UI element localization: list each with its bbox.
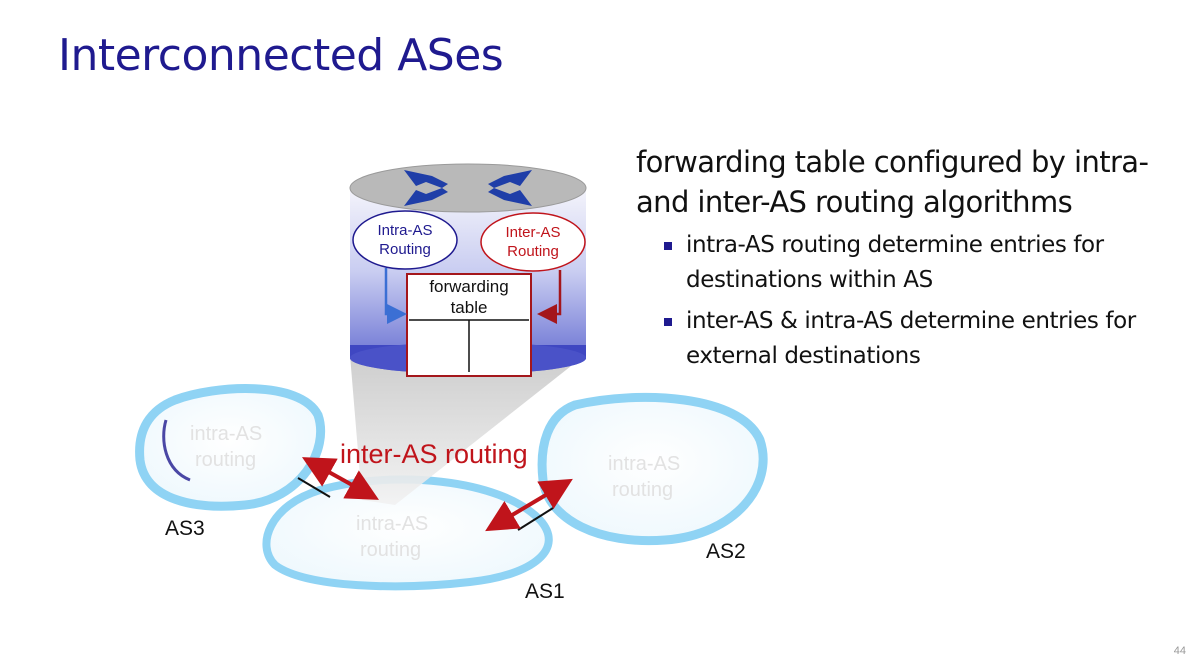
intra-as-label-line1: Intra-AS (377, 222, 432, 239)
as3-label: AS3 (165, 517, 205, 540)
forwarding-table-label-line1: forwarding (429, 277, 508, 296)
square-bullet-icon (664, 242, 672, 250)
as2-inner-text-1: intra-AS (608, 453, 680, 475)
slide-title: Interconnected ASes (58, 30, 504, 81)
inter-as-routing-process: Inter-AS Routing (480, 212, 586, 272)
inter-as-label-line2: Routing (507, 243, 559, 260)
as2-label: AS2 (706, 540, 746, 563)
as2-cloud: intra-AS routing (537, 392, 768, 546)
bullet-text: inter-AS & intra-AS determine entries fo… (686, 308, 1136, 369)
router-projection-beam (350, 355, 585, 505)
inter-as-label-line1: Inter-AS (505, 224, 560, 241)
as1-label: AS1 (525, 580, 565, 603)
bullet-item: inter-AS & intra-AS determine entries fo… (664, 304, 1184, 374)
bullet-text: intra-AS routing determine entries for d… (686, 232, 1104, 293)
as1-inner-text-1: intra-AS (356, 513, 428, 535)
as1-cloud: intra-AS routing (262, 475, 553, 591)
inter-to-table-arrow (537, 270, 562, 324)
intra-as-label-line2: Routing (379, 241, 431, 258)
inter-as-arrow-as3 (302, 457, 379, 500)
bullet-list: intra-AS routing determine entries for d… (664, 228, 1184, 380)
as3-inner-text-1: intra-AS (190, 423, 262, 445)
inter-as-arrow-as2 (485, 478, 573, 532)
forwarding-table-label-line2: table (451, 298, 488, 317)
forwarding-table: forwarding table (406, 273, 532, 377)
router-cross-arrows-icon (404, 170, 532, 206)
forwarding-table-heading: forwarding table configured by intra- an… (636, 145, 1149, 219)
intra-to-table-arrow (384, 268, 407, 324)
as2-inner-text-2: routing (612, 479, 673, 501)
as3-cloud: intra-AS routing (135, 384, 326, 511)
page-number: 44 (1173, 645, 1186, 657)
bullet-item: intra-AS routing determine entries for d… (664, 228, 1184, 298)
square-bullet-icon (664, 318, 672, 326)
as3-inner-text-2: routing (195, 449, 256, 471)
inter-as-routing-label: inter-AS routing (340, 439, 528, 469)
as1-inner-text-2: routing (360, 539, 421, 561)
intra-as-routing-process: Intra-AS Routing (352, 210, 458, 270)
